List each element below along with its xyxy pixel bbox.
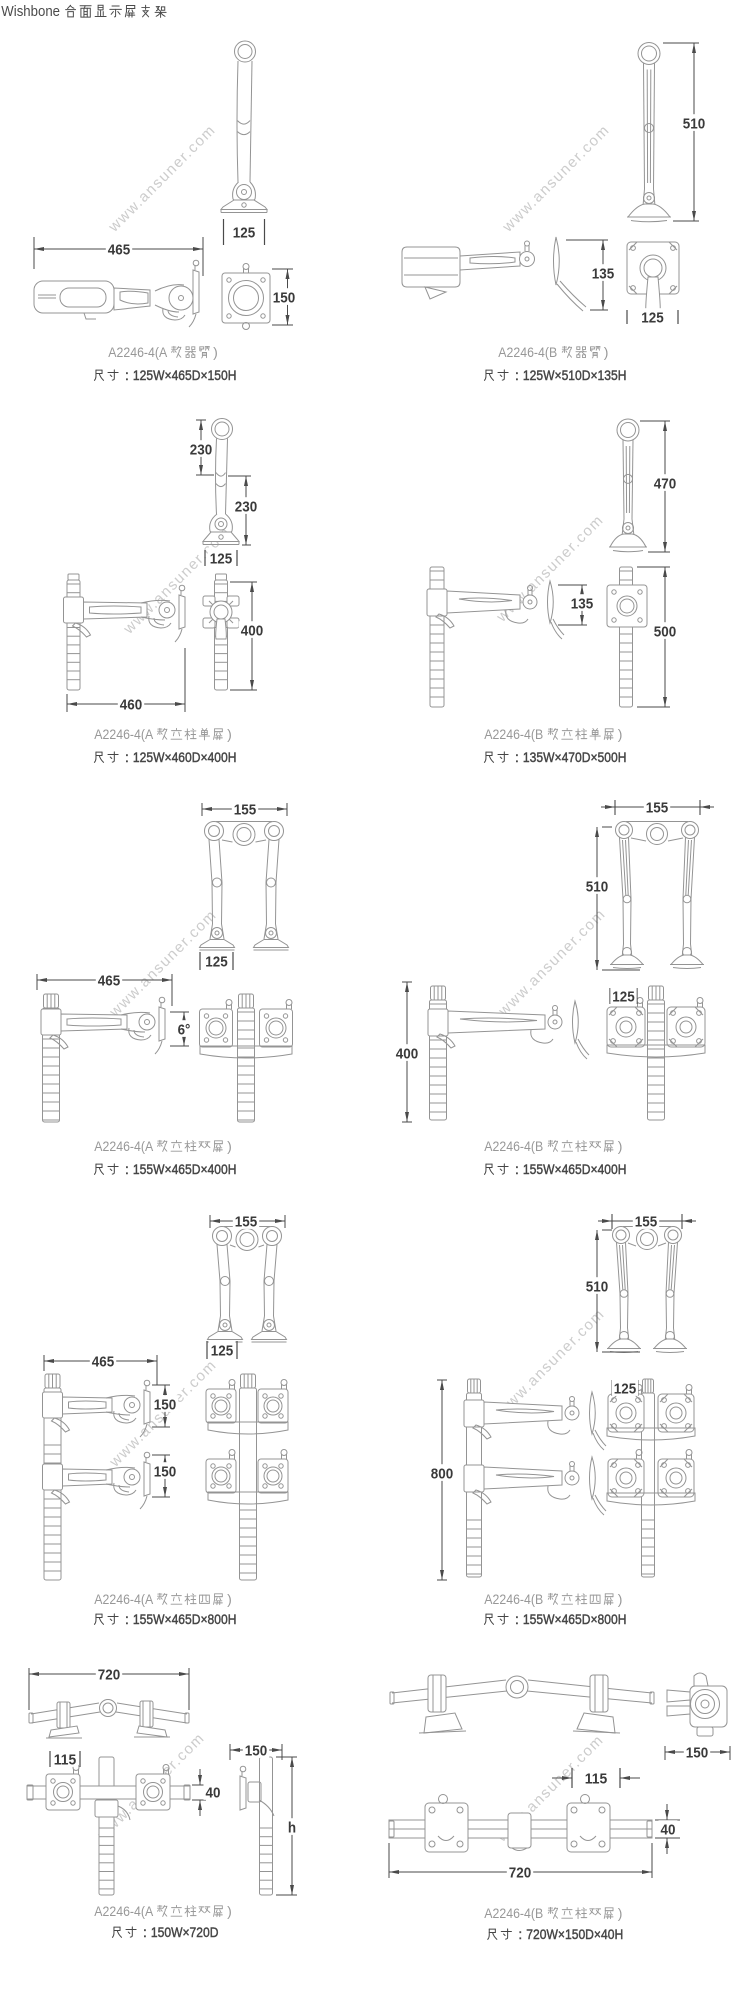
svg-text:150: 150 <box>154 1464 176 1481</box>
svg-text:): ) <box>213 344 218 360</box>
svg-text:465: 465 <box>98 973 121 990</box>
svg-text:): ) <box>618 726 623 742</box>
svg-text:135: 135 <box>571 596 594 613</box>
svg-text::: : <box>515 1162 519 1177</box>
svg-text:720: 720 <box>509 1865 531 1882</box>
svg-text:A2246-4(B: A2246-4(B <box>484 1138 543 1154</box>
svg-text:125: 125 <box>612 989 635 1006</box>
svg-text:510: 510 <box>586 1279 608 1296</box>
svg-text:Wishbone: Wishbone <box>1 3 60 20</box>
svg-text:125: 125 <box>211 1343 234 1360</box>
svg-text:155: 155 <box>234 802 257 819</box>
svg-text:465: 465 <box>92 1354 115 1371</box>
svg-text:720W×150D×40H: 720W×150D×40H <box>526 1927 623 1942</box>
svg-text::: : <box>125 750 129 765</box>
svg-text:150: 150 <box>273 290 295 307</box>
svg-text:135W×470D×500H: 135W×470D×500H <box>523 750 627 765</box>
svg-text:A2246-4(A: A2246-4(A <box>94 1591 153 1607</box>
svg-text:125: 125 <box>210 551 233 568</box>
svg-text:150: 150 <box>686 1745 708 1762</box>
svg-text:155: 155 <box>646 800 669 817</box>
svg-text:A2246-4(A: A2246-4(A <box>94 726 153 742</box>
svg-text:125: 125 <box>614 1381 637 1398</box>
svg-text:A2246-4(A: A2246-4(A <box>94 1138 153 1154</box>
svg-text:): ) <box>618 1905 623 1921</box>
svg-text:400: 400 <box>241 623 263 640</box>
svg-text:): ) <box>618 1138 623 1154</box>
svg-text:155W×465D×400H: 155W×465D×400H <box>133 1162 237 1177</box>
svg-text:125: 125 <box>205 954 228 971</box>
svg-text:): ) <box>227 1903 232 1919</box>
svg-text::: : <box>515 1612 519 1627</box>
svg-text:125W×465D×150H: 125W×465D×150H <box>133 368 237 383</box>
svg-text:): ) <box>227 1591 232 1607</box>
svg-text:230: 230 <box>235 499 257 516</box>
svg-text:125: 125 <box>641 310 664 327</box>
svg-text:465: 465 <box>108 242 131 259</box>
svg-text:155: 155 <box>235 1214 258 1231</box>
svg-text:155W×465D×800H: 155W×465D×800H <box>133 1612 237 1627</box>
svg-text:510: 510 <box>586 879 608 896</box>
svg-text:A2246-4(B: A2246-4(B <box>498 344 557 360</box>
svg-text::: : <box>125 368 129 383</box>
svg-text:125W×460D×400H: 125W×460D×400H <box>133 750 237 765</box>
svg-text:A2246-4(B: A2246-4(B <box>484 1905 543 1921</box>
svg-text:400: 400 <box>396 1046 418 1063</box>
svg-text:155W×465D×800H: 155W×465D×800H <box>523 1612 627 1627</box>
svg-text:A2246-4(B: A2246-4(B <box>484 1591 543 1607</box>
svg-text:): ) <box>227 726 232 742</box>
svg-text:230: 230 <box>190 442 212 459</box>
svg-text:720: 720 <box>98 1667 120 1684</box>
svg-text:): ) <box>227 1138 232 1154</box>
svg-text:150: 150 <box>245 1743 267 1760</box>
svg-text:): ) <box>604 344 609 360</box>
svg-text:125W×510D×135H: 125W×510D×135H <box>523 368 627 383</box>
svg-text::: : <box>125 1162 129 1177</box>
svg-text:510: 510 <box>683 116 705 133</box>
svg-text:150: 150 <box>154 1397 176 1414</box>
svg-text:A2246-4(A: A2246-4(A <box>108 344 167 360</box>
svg-text:6°: 6° <box>178 1022 191 1039</box>
svg-text::: : <box>143 1925 147 1940</box>
svg-text:800: 800 <box>431 1466 453 1483</box>
svg-text:150W×720D: 150W×720D <box>151 1925 219 1940</box>
svg-text::: : <box>125 1612 129 1627</box>
svg-text::: : <box>518 1927 522 1942</box>
svg-text::: : <box>515 750 519 765</box>
svg-text:115: 115 <box>54 1752 77 1769</box>
svg-text:h: h <box>288 1820 296 1837</box>
svg-text:A2246-4(A: A2246-4(A <box>94 1903 153 1919</box>
svg-text::: : <box>515 368 519 383</box>
svg-text:460: 460 <box>120 697 142 714</box>
svg-text:): ) <box>618 1591 623 1607</box>
svg-text:A2246-4(B: A2246-4(B <box>484 726 543 742</box>
svg-text:155: 155 <box>635 1214 658 1231</box>
svg-text:40: 40 <box>661 1822 676 1839</box>
svg-text:470: 470 <box>654 476 676 493</box>
svg-text:125: 125 <box>233 225 256 242</box>
svg-text:40: 40 <box>206 1785 221 1802</box>
svg-text:135: 135 <box>592 266 615 283</box>
svg-text:115: 115 <box>585 1771 608 1788</box>
svg-text:155W×465D×400H: 155W×465D×400H <box>523 1162 627 1177</box>
svg-text:500: 500 <box>654 624 676 641</box>
